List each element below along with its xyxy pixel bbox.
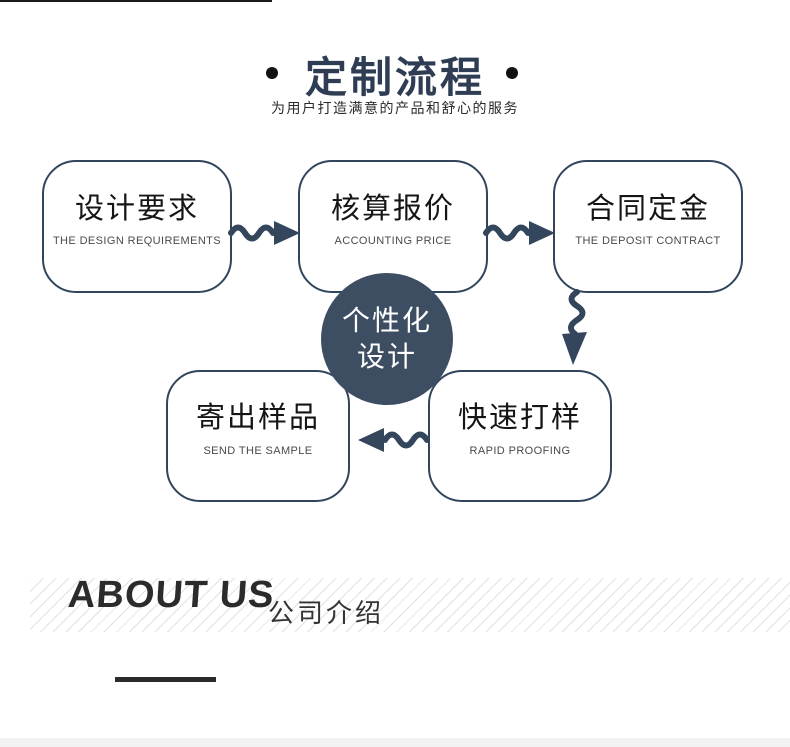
section-accent-bar bbox=[115, 677, 216, 682]
flow-step-subtitle: THE DESIGN REQUIREMENTS bbox=[52, 235, 222, 248]
about-us-heading-en: ABOUT US bbox=[66, 574, 276, 616]
flow-step-title: 快速打样 bbox=[457, 402, 582, 435]
wavy-arrow-right-1 bbox=[228, 221, 300, 245]
next-section-edge bbox=[0, 738, 790, 747]
header-dot-right bbox=[506, 67, 518, 79]
flow-step-title: 合同定金 bbox=[585, 192, 710, 225]
about-us-section-header: ABOUT US 公司介绍 bbox=[0, 574, 790, 632]
section-title: 定制流程 bbox=[304, 54, 485, 101]
flow-step-send-sample: 寄出样品 SEND THE SAMPLE bbox=[166, 370, 350, 502]
badge-line2: 设计 bbox=[356, 341, 417, 372]
header-dot-left bbox=[266, 67, 278, 79]
wavy-arrow-right-2 bbox=[483, 221, 555, 245]
flow-step-title: 寄出样品 bbox=[195, 402, 320, 435]
flow-step-design-requirements: 设计要求 THE DESIGN REQUIREMENTS bbox=[42, 160, 232, 293]
flow-step-deposit-contract: 合同定金 THE DEPOSIT CONTRACT bbox=[553, 160, 743, 293]
flow-step-subtitle: SEND THE SAMPLE bbox=[203, 444, 313, 457]
flow-step-title: 设计要求 bbox=[74, 192, 199, 225]
about-us-heading-zh: 公司介绍 bbox=[268, 598, 385, 628]
wavy-arrow-left bbox=[358, 428, 430, 452]
flow-step-title: 核算报价 bbox=[330, 192, 455, 225]
section-subtitle: 为用户打造满意的产品和舒心的服务 bbox=[271, 100, 519, 116]
diagonal-hatch-background bbox=[30, 578, 790, 632]
flow-step-subtitle: THE DEPOSIT CONTRACT bbox=[575, 235, 721, 248]
wavy-arrow-down bbox=[562, 289, 587, 365]
flow-step-subtitle: RAPID PROOFING bbox=[469, 444, 571, 457]
personalized-design-badge: 个性化 设计 bbox=[321, 273, 453, 405]
header-rule-right bbox=[0, 0, 272, 2]
badge-line1: 个性化 bbox=[341, 304, 432, 336]
flow-step-rapid-proofing: 快速打样 RAPID PROOFING bbox=[428, 370, 612, 502]
flow-step-subtitle: ACCOUNTING PRICE bbox=[334, 235, 452, 248]
flow-step-accounting-price: 核算报价 ACCOUNTING PRICE bbox=[298, 160, 488, 293]
